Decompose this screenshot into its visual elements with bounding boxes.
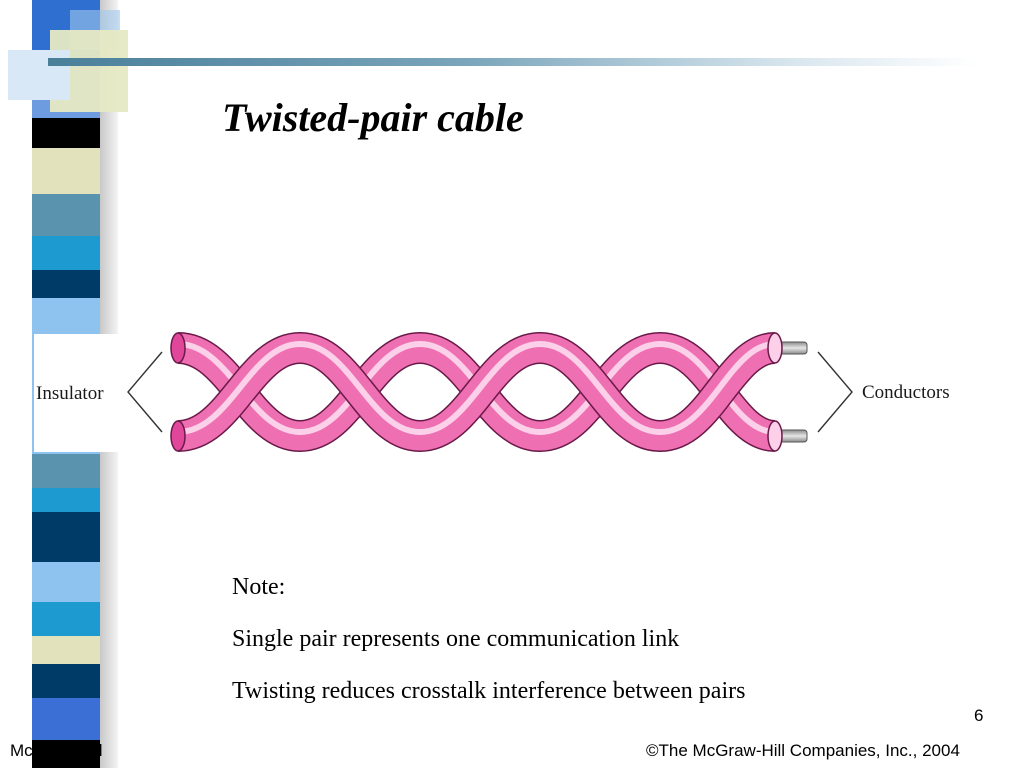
cable-end-right-bottom — [767, 420, 783, 452]
insulator-label: Insulator — [36, 383, 104, 404]
cable-end-left-top — [170, 332, 186, 364]
footer-publisher: McGraw-Hill — [10, 741, 103, 760]
cable-end-right-top — [767, 332, 783, 364]
page-number: 6 — [974, 706, 984, 725]
header-rule — [48, 58, 978, 66]
insulator-bracket — [127, 351, 163, 433]
conductors-bracket — [817, 351, 853, 433]
notes-block: Note: Single pair represents one communi… — [232, 572, 745, 728]
notes-line: Single pair represents one communication… — [232, 626, 680, 652]
cable-end-left-bottom — [170, 420, 186, 452]
label-background — [34, 334, 124, 452]
notes-heading: Note: — [232, 574, 286, 600]
wire-b — [176, 331, 778, 453]
footer-copyright: ©The McGraw-Hill Companies, Inc., 2004 — [646, 741, 960, 760]
slide-title: Twisted-pair cable — [222, 95, 524, 140]
notes-line: Twisting reduces crosstalk interference … — [232, 678, 746, 704]
conductors-label: Conductors — [862, 382, 950, 403]
